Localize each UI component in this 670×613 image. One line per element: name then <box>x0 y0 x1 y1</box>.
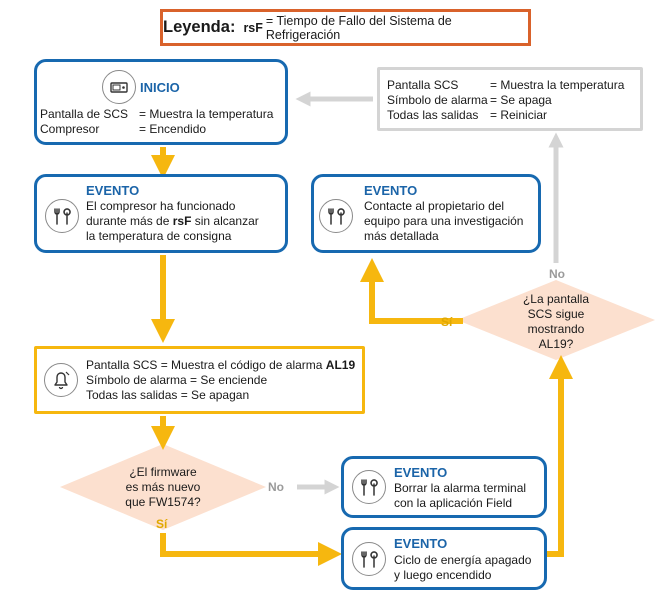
reset-row-label: Símbolo de alarma <box>387 93 488 107</box>
decision-firmware-diamond <box>60 444 266 530</box>
decision-firmware-text: ¿El firmware es más nuevo que FW1574? <box>93 465 233 510</box>
evento-contacte-line: más detallada <box>364 229 439 243</box>
arrow-decision-si-to-ciclo <box>160 533 342 566</box>
legend-box: Leyenda: rsF = Tiempo de Fallo del Siste… <box>160 9 531 46</box>
evento-borrar-line: con la aplicación Field <box>394 496 513 510</box>
reset-row-label: Todas las salidas <box>387 108 479 122</box>
alarm-bell-icon <box>44 363 78 397</box>
inicio-row-label: Compresor <box>40 122 100 136</box>
tools-icon <box>352 542 386 576</box>
inicio-rows: Pantalla de SCS = Muestra la temperatura… <box>40 107 273 137</box>
alarm-status-text-pre: Pantalla SCS = Muestra el código de alar… <box>86 358 326 372</box>
alarm-code: AL19 <box>325 358 356 372</box>
evento-compresor-text-post: sin alcanzar <box>191 214 259 228</box>
evento-contacte-line: equipo para una investigación <box>364 214 524 228</box>
evento-borrar-text: Borrar la alarma terminal con la aplicac… <box>394 481 526 511</box>
decision-scs-line: AL19? <box>538 337 574 351</box>
arrow-ciclo-to-decision2 <box>547 355 573 557</box>
alarm-status-box: Pantalla SCS = Muestra el código de alar… <box>34 346 365 414</box>
evento-compresor-box: EVENTO El compresor ha funcionado durant… <box>34 174 288 253</box>
evento-borrar-title: EVENTO <box>394 465 448 480</box>
label-no-firmware: No <box>268 480 284 494</box>
decision-firmware-line: ¿El firmware <box>129 465 197 479</box>
evento-ciclo-box: EVENTO Ciclo de energía apagado y luego … <box>341 527 547 590</box>
alarm-status-text: Pantalla SCS = Muestra el código de alar… <box>86 358 355 403</box>
inicio-row-label: Pantalla de SCS <box>40 107 129 121</box>
tools-icon <box>45 199 79 233</box>
decision-firmware-line: es más nuevo <box>125 480 201 494</box>
label-si-firmware: Sí <box>156 517 168 531</box>
reset-row-label: Pantalla SCS <box>387 78 459 92</box>
tools-icon <box>352 470 386 504</box>
decision-scs-line: ¿La pantalla <box>522 292 590 306</box>
reset-row-value: = Reiniciar <box>490 108 548 122</box>
inicio-row: Compresor = Encendido <box>40 122 273 137</box>
inicio-row-value: = Encendido <box>139 122 207 136</box>
reset-row: Todas las salidas = Reiniciar <box>387 108 624 123</box>
legend-title: Leyenda: <box>163 18 236 36</box>
evento-borrar-line: Borrar la alarma terminal <box>394 481 527 495</box>
inicio-row: Pantalla de SCS = Muestra la temperatura <box>40 107 273 122</box>
evento-compresor-text-pre: durante más de <box>86 214 173 228</box>
tools-icon <box>319 199 353 233</box>
evento-compresor-text: El compresor ha funcionado durante más d… <box>86 199 259 244</box>
evento-contacte-box: EVENTO Contacte al propietario del equip… <box>311 174 541 253</box>
evento-borrar-box: EVENTO Borrar la alarma terminal con la … <box>341 456 547 518</box>
alarm-status-line: Todas las salidas = Se apagan <box>86 388 250 402</box>
inicio-title: INICIO <box>140 80 180 95</box>
evento-ciclo-title: EVENTO <box>394 536 448 551</box>
evento-ciclo-line: Ciclo de energía apagado <box>394 553 532 567</box>
evento-contacte-text: Contacte al propietario del equipo para … <box>364 199 523 244</box>
evento-compresor-line: durante más de rsF sin alcanzar <box>86 214 259 229</box>
controller-icon <box>102 70 136 104</box>
label-si-scs: Sí <box>441 315 453 329</box>
reset-row-value: = Se apaga <box>490 93 552 107</box>
label-no-scs: No <box>549 267 565 281</box>
reset-row-value: = Muestra la temperatura <box>490 78 625 92</box>
evento-contacte-title: EVENTO <box>364 183 418 198</box>
arrow-decision2-si-to-contacte <box>360 258 463 324</box>
decision-firmware-line: que FW1574? <box>125 495 201 509</box>
reset-row: Pantalla SCS = Muestra la temperatura <box>387 78 624 93</box>
reset-status-box: Pantalla SCS = Muestra la temperatura Sí… <box>377 67 643 131</box>
decision-scs-line: mostrando <box>527 322 585 336</box>
alarm-status-line: Pantalla SCS = Muestra el código de alar… <box>86 358 355 373</box>
reset-status-rows: Pantalla SCS = Muestra la temperatura Sí… <box>387 78 624 123</box>
inicio-box: INICIO Pantalla de SCS = Muestra la temp… <box>34 59 288 145</box>
evento-compresor-title: EVENTO <box>86 183 140 198</box>
inicio-row-value: = Muestra la temperatura <box>139 107 274 121</box>
legend-code: rsF <box>243 20 263 35</box>
reset-row: Símbolo de alarma = Se apaga <box>387 93 624 108</box>
decision-scs-line: SCS sigue <box>527 307 585 321</box>
evento-ciclo-text: Ciclo de energía apagado y luego encendi… <box>394 553 531 583</box>
decision-scs-text: ¿La pantalla SCS sigue mostrando AL19? <box>496 292 616 352</box>
evento-compresor-line: la temperatura de consigna <box>86 229 232 243</box>
decision-scs-diamond <box>457 280 655 360</box>
evento-compresor-line: El compresor ha funcionado <box>86 199 236 213</box>
evento-contacte-line: Contacte al propietario del <box>364 199 505 213</box>
evento-compresor-code: rsF <box>172 214 192 228</box>
legend-text: = Tiempo de Fallo del Sistema de Refrige… <box>265 13 452 42</box>
evento-ciclo-line: y luego encendido <box>394 568 492 582</box>
alarm-status-line: Símbolo de alarma = Se enciende <box>86 373 268 387</box>
